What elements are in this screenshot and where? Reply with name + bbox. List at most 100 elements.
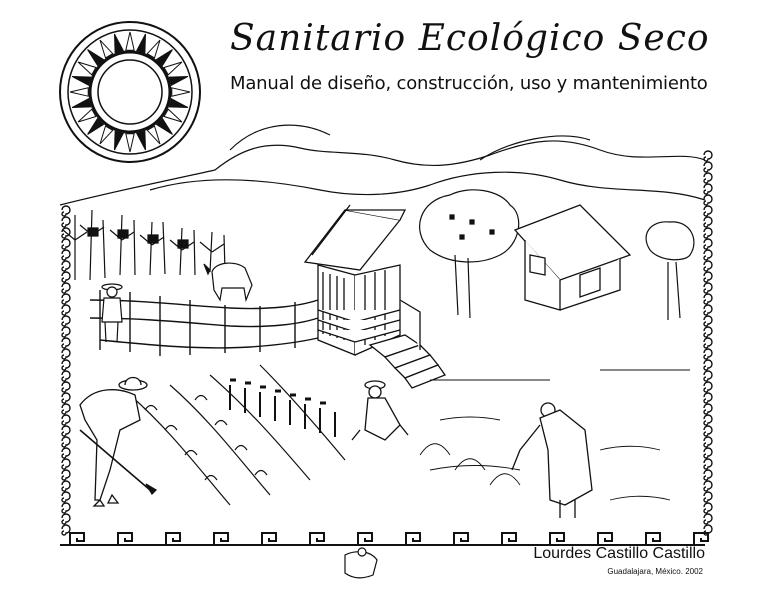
border-spiral xyxy=(703,194,713,206)
gardener-with-hoe xyxy=(79,376,158,507)
border-spiral xyxy=(61,480,71,492)
fret-motif xyxy=(357,532,373,545)
fret-motif xyxy=(453,532,469,545)
border-spiral xyxy=(61,392,71,404)
border-spiral xyxy=(703,381,713,393)
border-spiral xyxy=(61,513,71,525)
fret-motif xyxy=(645,532,661,545)
border-spiral xyxy=(61,348,71,360)
dry-toilet-hut xyxy=(303,204,447,389)
cornfield xyxy=(62,209,226,281)
border-spiral xyxy=(61,491,71,503)
fret-motif xyxy=(549,532,565,545)
woman-figure xyxy=(511,402,593,518)
emblem-icon xyxy=(59,21,201,163)
emblem-ray xyxy=(113,33,124,54)
emblem-ray xyxy=(125,31,135,51)
border-spiral xyxy=(703,425,713,437)
emblem-ray xyxy=(99,39,114,59)
border-spiral xyxy=(61,293,71,305)
border-spiral xyxy=(703,414,713,426)
border-spiral xyxy=(703,403,713,415)
border-spiral xyxy=(703,447,713,459)
ground-texture xyxy=(419,369,690,501)
emblem-ray xyxy=(146,39,161,59)
border-spiral xyxy=(703,238,713,250)
emblem-ray xyxy=(87,117,105,135)
bottom-figure xyxy=(344,547,378,579)
emblem-ray xyxy=(163,61,183,76)
border-spiral xyxy=(61,205,71,217)
mountains xyxy=(59,124,706,206)
border-spiral xyxy=(703,458,713,470)
fret-motif xyxy=(213,532,229,545)
fret-motif xyxy=(501,532,517,545)
emblem-ray xyxy=(71,98,92,109)
emblem-ray xyxy=(136,33,147,54)
border-spiral xyxy=(61,458,71,470)
house xyxy=(513,204,632,311)
border-spiral xyxy=(703,150,713,162)
fret-motif xyxy=(117,532,133,545)
fret-motif xyxy=(261,532,277,545)
border-spiral xyxy=(703,183,713,195)
border-spiral xyxy=(61,282,71,294)
border-spiral xyxy=(61,381,71,393)
border-spiral xyxy=(61,370,71,382)
emblem-ray xyxy=(99,125,114,145)
border-spiral xyxy=(61,227,71,239)
border-spiral xyxy=(61,524,71,536)
border-spiral xyxy=(703,161,713,173)
border-spiral xyxy=(61,414,71,426)
border-spiral xyxy=(61,304,71,316)
border-spiral xyxy=(61,326,71,338)
border-spiral xyxy=(703,315,713,327)
emblem-ray xyxy=(125,133,135,153)
border-spiral xyxy=(703,326,713,338)
border-spiral xyxy=(703,227,713,239)
page-subtitle: Manual de diseño, construcción, uso y ma… xyxy=(230,73,708,94)
emblem-ray xyxy=(168,75,189,86)
border-spiral xyxy=(61,436,71,448)
border-spiral xyxy=(61,403,71,415)
border-spiral xyxy=(61,271,71,283)
emblem-ray xyxy=(136,130,147,151)
fret-motif xyxy=(165,532,181,545)
emblem-ray xyxy=(171,87,191,97)
villager-figure xyxy=(101,283,123,343)
emblem-ray xyxy=(71,75,92,86)
fret-motif xyxy=(309,532,325,545)
fence xyxy=(89,290,319,356)
emblem-ray xyxy=(163,108,183,123)
border-spiral xyxy=(703,359,713,371)
garden-rows xyxy=(129,364,346,506)
border-spiral xyxy=(703,480,713,492)
emblem-ray xyxy=(146,125,161,145)
border-spiral xyxy=(703,436,713,448)
author-name: Lourdes Castillo Castillo xyxy=(533,545,705,562)
border-spiral xyxy=(61,260,71,272)
fret-band xyxy=(60,532,709,546)
emblem-ray xyxy=(69,87,89,97)
emblem-ray xyxy=(168,98,189,109)
page-title: Sanitario Ecológico Seco xyxy=(230,18,710,59)
cow xyxy=(203,262,253,303)
emblem-ray xyxy=(87,49,105,67)
emblem-ray xyxy=(77,108,97,123)
border-spiral xyxy=(703,491,713,503)
emblem-ray xyxy=(113,130,124,151)
border-spiral xyxy=(703,172,713,184)
border-spiral xyxy=(61,425,71,437)
border-spiral xyxy=(703,513,713,525)
fret-motif xyxy=(597,532,613,545)
border-spiral xyxy=(703,216,713,228)
decorative-border xyxy=(61,150,713,536)
border-spiral xyxy=(61,359,71,371)
border-spiral xyxy=(703,370,713,382)
emblem-ray xyxy=(155,49,173,67)
border-spiral xyxy=(703,205,713,217)
border-spiral xyxy=(703,249,713,261)
border-spiral xyxy=(703,304,713,316)
border-spiral xyxy=(703,337,713,349)
